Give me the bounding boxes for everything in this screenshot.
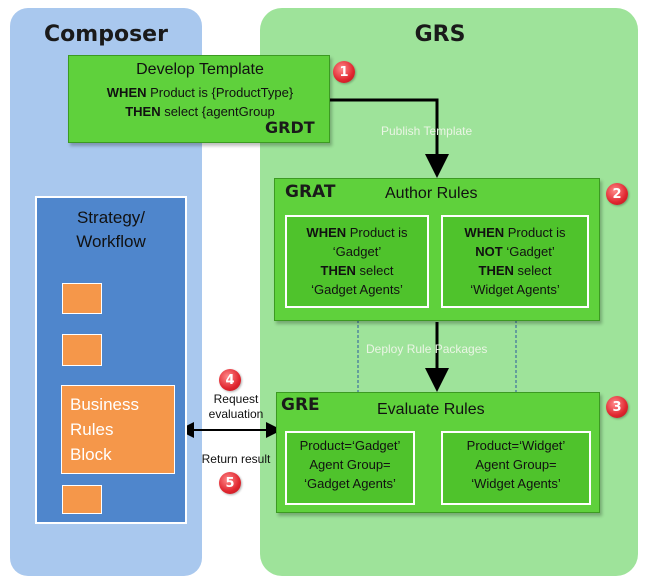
rule-card-2: WHEN Product is NOT ‘Gadget’ THEN select… [441,215,589,308]
workflow-step-4 [62,485,102,514]
workflow-step-2 [62,334,102,366]
step-2-badge: 2 [606,183,628,205]
result1-group-label: Agent Group= [309,457,391,472]
evaluate-rules-title: Evaluate Rules [377,401,485,418]
request-evaluation-label: Request evaluation [208,392,264,421]
grat-tag: GRAT [285,182,336,202]
publish-arrow [330,98,449,178]
author-rules-box: GRAT Author Rules WHEN Product is ‘Gadge… [274,178,600,321]
business-rules-block: Business Rules Block [61,385,175,474]
gre-tag: GRE [281,395,320,415]
template-when-line: WHEN Product is {ProductType} [106,85,294,100]
rule1-target: ‘Gadget Agents’ [311,282,403,297]
rule-card-1: WHEN Product is ‘Gadget’ THEN select ‘Ga… [285,215,429,308]
step-5-badge: 5 [219,472,241,494]
publish-template-label: Publish Template [381,124,473,138]
grdt-tag: GRDT [265,118,315,137]
author-rules-title: Author Rules [385,185,478,202]
strategy-title: Strategy/ Workflow [76,208,146,251]
develop-template-title: Develop Template [136,61,264,78]
result1-group: ‘Gadget Agents’ [304,476,396,491]
result2-group: ‘Widget Agents’ [471,476,561,491]
deploy-rule-packages-label: Deploy Rule Packages [366,342,488,356]
rule1-when: WHEN Product is [306,225,408,240]
develop-template-box: Develop Template WHEN Product is {Produc… [68,55,330,143]
template-then-line: THEN select {agentGroup [125,104,275,119]
evaluate-rules-box: GRE Evaluate Rules Product=‘Gadget’ Agen… [276,392,600,513]
rule2-value: NOT ‘Gadget’ [475,244,555,259]
composer-title: Composer [44,22,168,47]
result-card-2: Product=‘Widget’ Agent Group= ‘Widget Ag… [441,431,591,505]
step-4-badge: 4 [219,369,241,391]
result-card-1: Product=‘Gadget’ Agent Group= ‘Gadget Ag… [285,431,415,505]
strategy-workflow-box: Strategy/ Workflow [35,196,187,524]
workflow-step-1 [62,283,102,314]
return-result-label: Return result [201,452,271,466]
step-1-badge: 1 [333,61,355,83]
step-3-badge: 3 [606,396,628,418]
rule1-value: ‘Gadget’ [332,244,382,259]
rule2-when: WHEN Product is [464,225,566,240]
result2-product: Product=‘Widget’ [466,438,566,453]
result1-product: Product=‘Gadget’ [299,438,401,453]
result2-group-label: Agent Group= [475,457,557,472]
rule2-target: ‘Widget Agents’ [470,282,560,297]
rule1-then: THEN select [320,263,394,278]
rule2-then: THEN select [478,263,552,278]
grs-title: GRS [414,22,466,47]
